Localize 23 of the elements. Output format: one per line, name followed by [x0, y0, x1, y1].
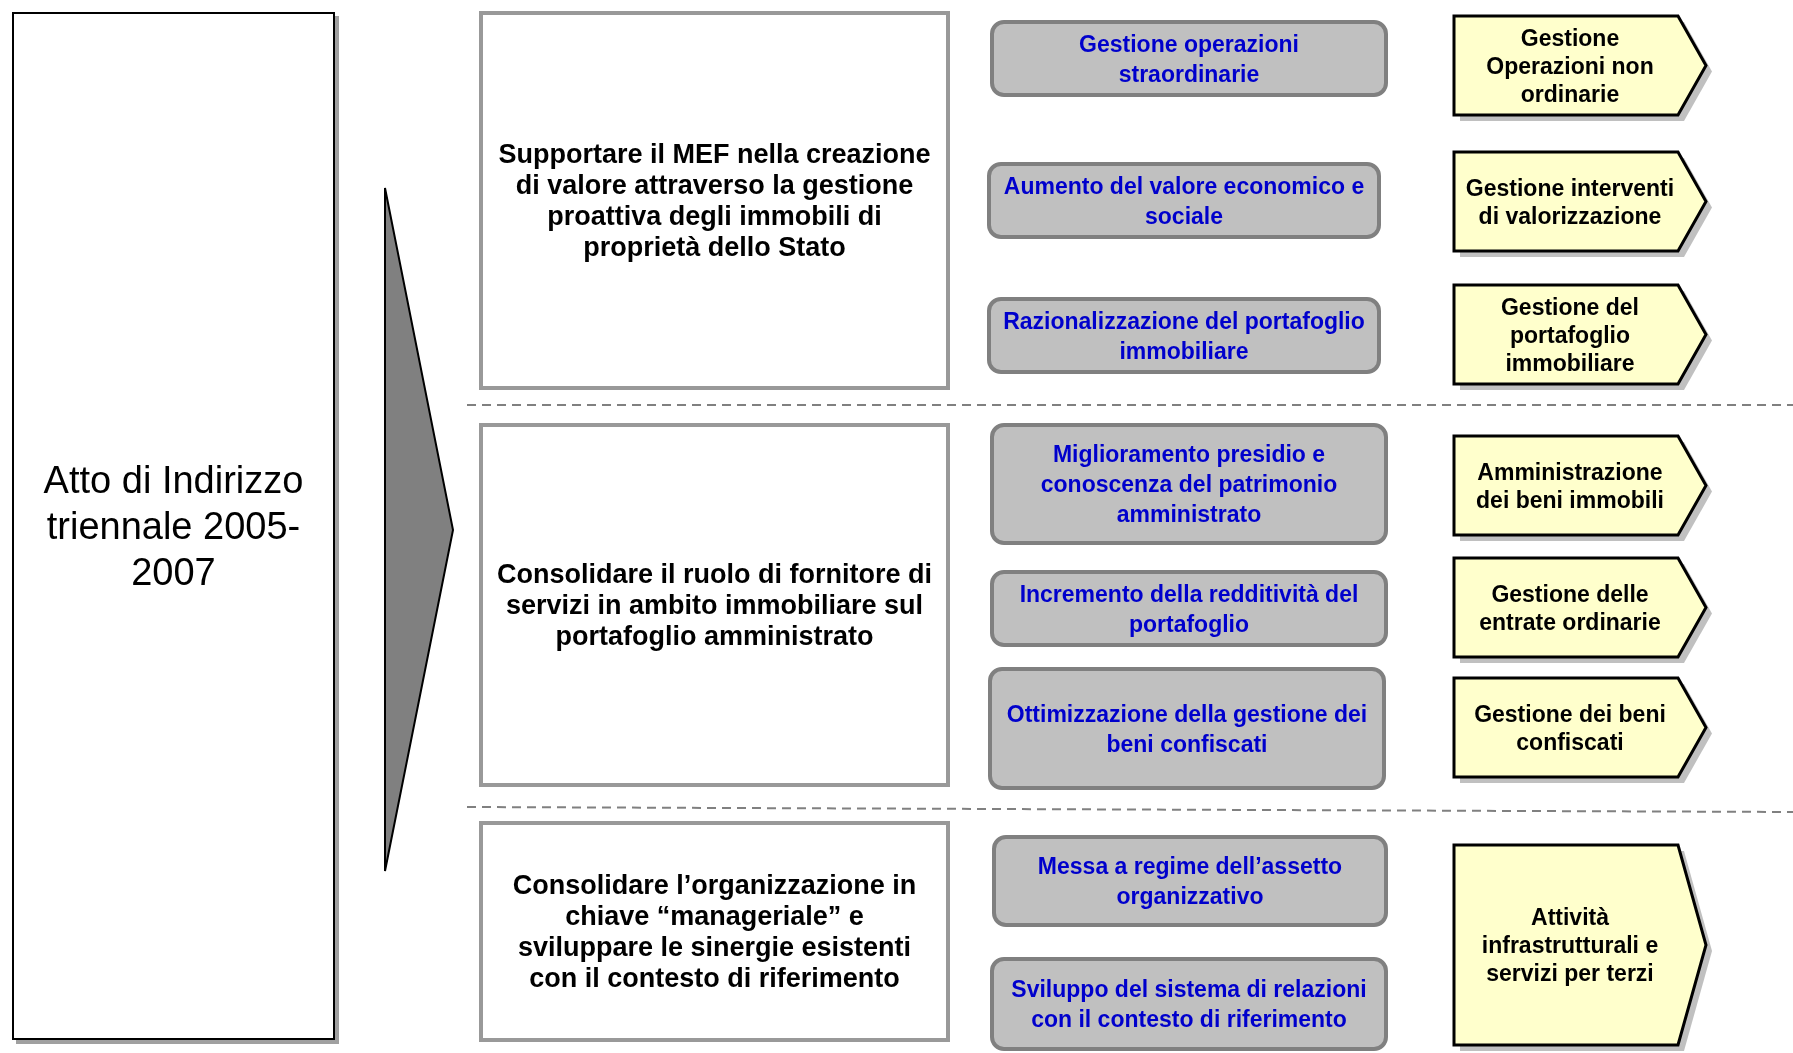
goal-box: [992, 835, 1388, 927]
goal-text: Ottimizzazione della gestione dei beni confiscati: [1005, 699, 1369, 759]
goal-text: Gestione operazioni straordinarie: [1078, 29, 1300, 89]
goal-box: [990, 423, 1388, 545]
goal-box: [987, 297, 1381, 374]
objective-box: [479, 423, 950, 787]
goal-text: Miglioramento presidio e conoscenza del patrimonio amministrato: [1039, 440, 1339, 529]
goal-box: [990, 957, 1388, 1051]
goal-box: [988, 667, 1386, 790]
goal-box: [987, 162, 1381, 239]
goal-text: Razionalizzazione del portafoglio immobiliare: [1003, 306, 1365, 366]
goal-text: Sviluppo del sistema di relazioni con il contesto di riferimento: [1010, 975, 1368, 1034]
goal-text: Aumento del valore economico e sociale: [1003, 171, 1365, 231]
goal-box: [990, 570, 1388, 647]
goal-text: Incremento della redditività del portafoglio: [1018, 579, 1360, 639]
objective-text: Supportare il MEF nella creazione di valore attraverso la gestione proattiva degli immobili di proprietà dello Stato: [497, 138, 932, 263]
objective-text: Consolidare l’organizzazione in chiave “manageriale” e sviluppare le sinergie esistenti con il contesto di riferimento: [511, 869, 918, 994]
objective-box: [479, 821, 950, 1042]
objective-box: [479, 11, 950, 390]
objective-text: Consolidare il ruolo di fornitore di servizi in ambito immobiliare sul portafoglio amministrato: [496, 558, 933, 652]
panel-title: Atto di Indirizzo triennale 2005-2007: [42, 458, 305, 595]
goal-text: Messa a regime dell’assetto organizzativo: [1036, 852, 1344, 911]
goal-box: [990, 20, 1388, 97]
